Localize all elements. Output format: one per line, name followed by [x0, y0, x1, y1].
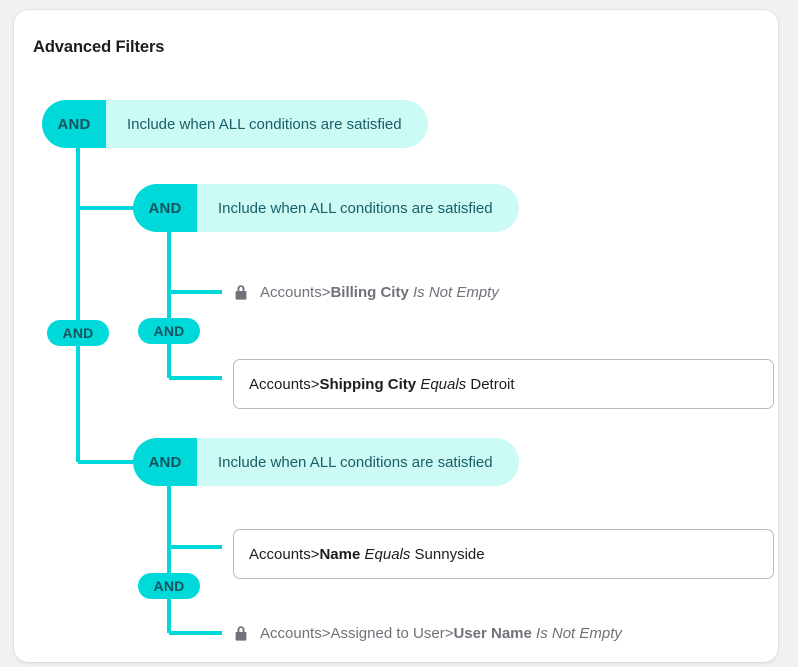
- condition-field: Billing City: [330, 283, 409, 301]
- condition-operator: Is Not Empty: [412, 283, 499, 301]
- condition-object: Accounts: [260, 624, 322, 642]
- advanced-filters-card: Advanced Filters: [14, 10, 778, 662]
- condition-field: Name: [319, 545, 361, 563]
- condition-row-locked[interactable]: Accounts > Billing City Is Not Empty: [233, 277, 499, 307]
- join-operator-pill-group-1[interactable]: AND: [138, 318, 200, 344]
- group-operator-badge[interactable]: AND: [133, 184, 197, 232]
- lock-icon: [235, 284, 247, 300]
- condition-row-box[interactable]: Accounts > Name Equals Sunnyside: [233, 529, 774, 579]
- condition-field: Shipping City: [319, 375, 417, 393]
- condition-row-box[interactable]: Accounts > Shipping City Equals Detroit: [233, 359, 774, 409]
- filter-tree: AND Include when ALL conditions are sati…: [14, 10, 778, 662]
- condition-separator: >: [310, 375, 320, 393]
- filter-group-2[interactable]: AND Include when ALL conditions are sati…: [133, 438, 519, 486]
- filter-group-root[interactable]: AND Include when ALL conditions are sati…: [42, 100, 428, 148]
- lock-icon: [235, 625, 247, 641]
- condition-separator: >: [310, 545, 320, 563]
- group-label: Include when ALL conditions are satisfie…: [106, 100, 428, 148]
- page-title: Advanced Filters: [33, 38, 165, 56]
- group-label: Include when ALL conditions are satisfie…: [197, 438, 519, 486]
- condition-object: Accounts: [260, 283, 322, 301]
- condition-relation: Assigned to User: [330, 624, 445, 642]
- condition-separator: >: [321, 624, 331, 642]
- filter-group-1[interactable]: AND Include when ALL conditions are sati…: [133, 184, 519, 232]
- condition-value: Detroit: [470, 375, 515, 393]
- condition-separator: >: [321, 283, 331, 301]
- condition-value: Sunnyside: [414, 545, 485, 563]
- condition-operator: Equals: [420, 375, 467, 393]
- group-operator-badge[interactable]: AND: [133, 438, 197, 486]
- condition-operator: Is Not Empty: [536, 624, 622, 642]
- condition-operator: Equals: [364, 545, 411, 563]
- join-operator-pill-group-2[interactable]: AND: [138, 573, 200, 599]
- condition-field: User Name: [453, 624, 532, 642]
- condition-object: Accounts: [249, 375, 311, 393]
- condition-object: Accounts: [249, 545, 311, 563]
- condition-row-locked[interactable]: Accounts > Assigned to User > User Name …: [233, 618, 622, 648]
- condition-separator-2: >: [444, 624, 454, 642]
- group-operator-badge[interactable]: AND: [42, 100, 106, 148]
- group-label: Include when ALL conditions are satisfie…: [197, 184, 519, 232]
- join-operator-pill-root[interactable]: AND: [47, 320, 109, 346]
